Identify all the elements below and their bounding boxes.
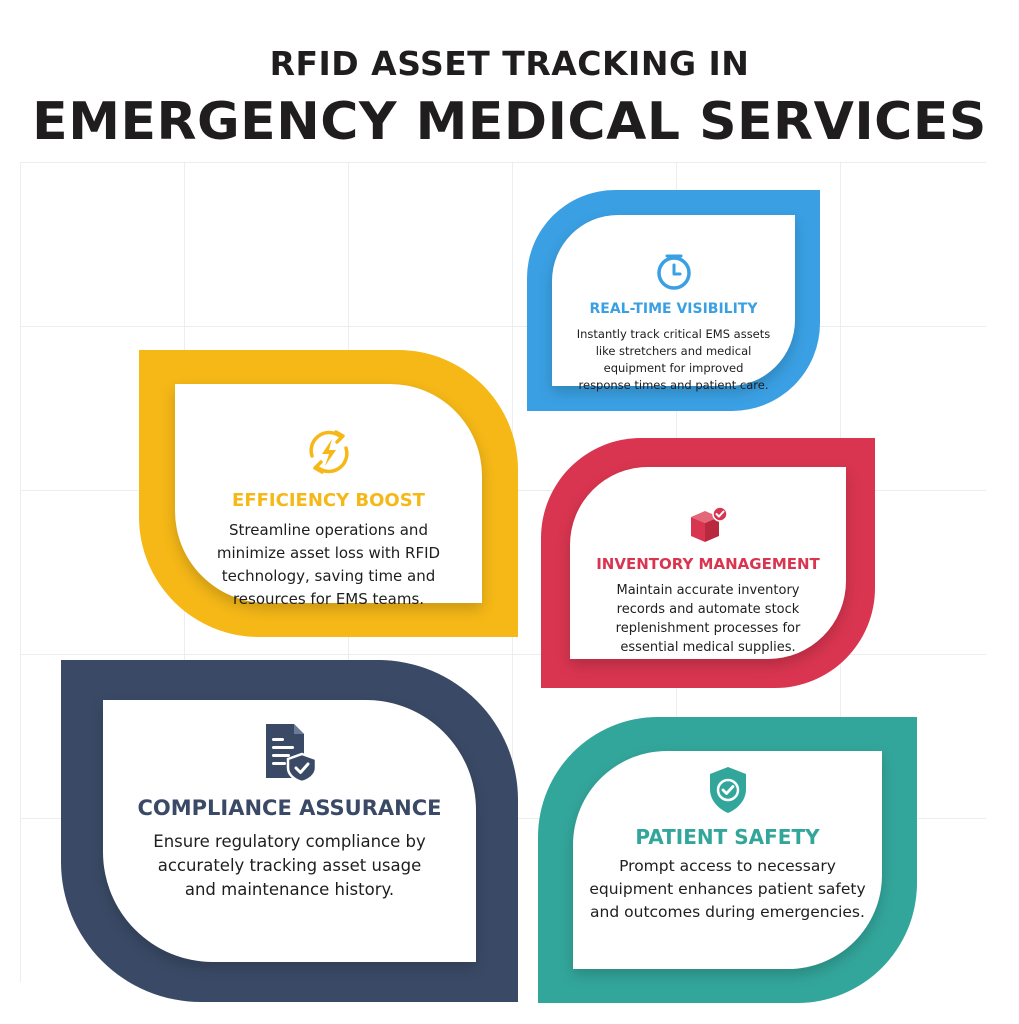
- card-compliance-assurance: COMPLIANCE ASSURANCE Ensure regulatory c…: [61, 660, 518, 1002]
- card-heading: EFFICIENCY BOOST: [232, 490, 425, 511]
- card-inner: EFFICIENCY BOOST Streamline operations a…: [175, 384, 482, 608]
- lightning-cycle-icon: [308, 430, 349, 474]
- card-heading: COMPLIANCE ASSURANCE: [137, 796, 442, 820]
- package-check-icon: [691, 506, 728, 542]
- title-line-1: RFID ASSET TRACKING IN: [269, 44, 750, 83]
- card-description: Maintain accurate inventory records and …: [615, 583, 801, 655]
- card-content: REAL-TIME VISIBILITY Instantly track cri…: [552, 253, 795, 394]
- title-line-2: EMERGENCY MEDICAL SERVICES: [32, 92, 987, 152]
- card-content: EFFICIENCY BOOST Streamline operations a…: [175, 426, 482, 611]
- card-inner: INVENTORY MANAGEMENT Maintain accurate i…: [570, 467, 846, 659]
- card-inner: PATIENT SAFETY Prompt access to necessar…: [573, 751, 882, 969]
- clock-icon: [656, 254, 691, 290]
- shield-check-icon: [709, 767, 746, 813]
- card-heading: PATIENT SAFETY: [635, 825, 820, 849]
- card-content: PATIENT SAFETY Prompt access to necessar…: [573, 765, 882, 924]
- card-description: Instantly track critical EMS assets like…: [576, 327, 771, 392]
- card-real-time-visibility: REAL-TIME VISIBILITY Instantly track cri…: [527, 190, 820, 411]
- card-description: Streamline operations and minimize asset…: [216, 521, 441, 608]
- document-shield-icon: [265, 724, 317, 784]
- card-description: Prompt access to necessary equipment enh…: [589, 857, 866, 921]
- card-content: INVENTORY MANAGEMENT Maintain accurate i…: [570, 505, 846, 657]
- card-patient-safety: PATIENT SAFETY Prompt access to necessar…: [538, 717, 917, 1003]
- card-description: Ensure regulatory compliance by accurate…: [153, 832, 426, 899]
- card-content: COMPLIANCE ASSURANCE Ensure regulatory c…: [103, 720, 476, 902]
- card-inner: COMPLIANCE ASSURANCE Ensure regulatory c…: [103, 700, 476, 962]
- card-efficiency-boost: EFFICIENCY BOOST Streamline operations a…: [139, 350, 518, 637]
- card-heading: INVENTORY MANAGEMENT: [596, 555, 820, 573]
- card-inventory-management: INVENTORY MANAGEMENT Maintain accurate i…: [541, 438, 875, 688]
- card-heading: REAL-TIME VISIBILITY: [589, 301, 758, 317]
- card-inner: REAL-TIME VISIBILITY Instantly track cri…: [552, 215, 795, 392]
